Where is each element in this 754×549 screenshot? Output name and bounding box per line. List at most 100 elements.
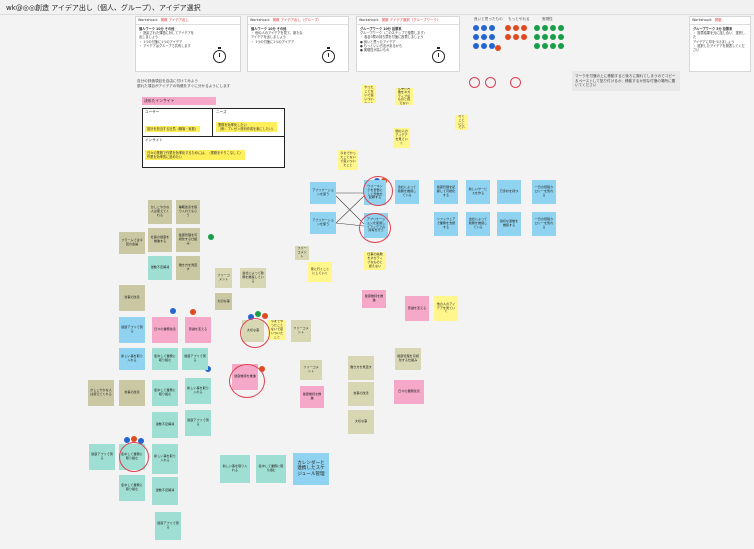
sticky-note[interactable]: 運動不足解消 bbox=[148, 256, 172, 280]
vote-dot-green[interactable] bbox=[534, 25, 540, 31]
vote-dot-green[interactable] bbox=[534, 34, 540, 40]
vote-dot-blue[interactable] bbox=[489, 25, 495, 31]
sticky-note[interactable]: 今までやったことないで思いついたこと bbox=[268, 320, 286, 340]
sticky-note[interactable]: 家に行くことにしていく bbox=[455, 115, 468, 130]
sticky-note[interactable]: ソフトウェアで業務を支援する bbox=[434, 212, 458, 236]
sticky-note[interactable]: 大切な事 bbox=[215, 293, 232, 310]
vote-dot[interactable] bbox=[255, 311, 261, 317]
sticky-note[interactable]: 意識を変える bbox=[405, 296, 429, 321]
sticky-note[interactable]: 新しい事を取り入れる bbox=[152, 444, 178, 474]
sticky-note[interactable]: 集中して業務に取り組む bbox=[119, 475, 145, 501]
vote-dot-red[interactable] bbox=[505, 34, 511, 40]
vote-dot[interactable] bbox=[131, 436, 137, 442]
sticky-note[interactable]: 一日の摂取カロリーを知れる bbox=[532, 180, 556, 204]
vote-dot-blue[interactable] bbox=[481, 34, 487, 40]
sticky-note[interactable]: フリーコメント bbox=[295, 246, 309, 260]
sticky-note[interactable]: 健康維持を推進 bbox=[362, 290, 386, 308]
sticky-note[interactable]: 集中して業務に取り組む bbox=[152, 380, 178, 406]
sticky-note[interactable]: 他の人のアイデアを見ていく bbox=[434, 296, 458, 321]
sticky-note[interactable]: カレンダーと連携したスケジュール管理 bbox=[293, 453, 329, 485]
vote-dot-green[interactable] bbox=[558, 34, 564, 40]
sticky-note[interactable]: 他の人のアイデアを見ていく bbox=[393, 128, 410, 148]
vote-dot[interactable] bbox=[138, 438, 144, 444]
sticky-note[interactable]: 会社によって勤務を推奨している bbox=[466, 212, 490, 236]
selection-ring[interactable] bbox=[510, 77, 521, 88]
vote-dot-green[interactable] bbox=[534, 43, 540, 49]
vote-dot-blue[interactable] bbox=[481, 25, 487, 31]
sticky-note[interactable]: 今までやったことないで思いついたこと bbox=[338, 150, 358, 170]
vote-dot-red[interactable] bbox=[505, 25, 511, 31]
sticky-note[interactable]: 運動不足解消 bbox=[152, 412, 178, 438]
sticky-note[interactable]: 食事の改善 bbox=[119, 380, 145, 406]
vote-dot[interactable] bbox=[248, 314, 254, 320]
vote-dot[interactable] bbox=[190, 309, 196, 315]
vote-dot[interactable] bbox=[170, 308, 176, 314]
selection-ring[interactable] bbox=[229, 364, 265, 398]
sticky-note[interactable]: 今までやったことないで思いついたこと bbox=[362, 85, 376, 103]
vote-dot-blue[interactable] bbox=[473, 25, 479, 31]
vote-dot[interactable] bbox=[259, 366, 265, 372]
vote-dot-red[interactable] bbox=[513, 25, 519, 31]
vote-dot-green[interactable] bbox=[550, 34, 556, 40]
vote-dot-blue[interactable] bbox=[489, 43, 495, 49]
sticky-note[interactable]: 働き方を見直す bbox=[348, 356, 374, 380]
sticky-note[interactable]: 運動不足解消 bbox=[152, 477, 178, 505]
vote-dot-red[interactable] bbox=[521, 34, 527, 40]
sticky-note[interactable]: 食事の改善 bbox=[119, 285, 145, 311]
selection-ring[interactable] bbox=[119, 442, 149, 472]
sticky-note[interactable]: フリーコメント bbox=[215, 268, 232, 288]
vote-dot-blue[interactable] bbox=[481, 43, 487, 49]
vote-dot-green[interactable] bbox=[550, 25, 556, 31]
sticky-note[interactable]: 健康維持を推進 bbox=[300, 386, 324, 408]
sticky-note[interactable]: 健康アプリで測る bbox=[182, 348, 208, 370]
sticky-note[interactable]: かしこやかな人は使えてくれる bbox=[148, 200, 172, 224]
sticky-note[interactable]: フラームでは今回の会議 bbox=[119, 232, 145, 254]
sticky-note[interactable]: 健康管理を可視化する仕組み bbox=[395, 348, 421, 370]
sticky-note[interactable]: 会社によって勤務を推奨している bbox=[395, 180, 419, 204]
sticky-note[interactable]: 睡眠改善を取り入れてもらう bbox=[176, 200, 200, 224]
vote-dot-green[interactable] bbox=[542, 43, 548, 49]
sticky-note[interactable]: 食事の改善 bbox=[348, 382, 374, 406]
vote-dot-red[interactable] bbox=[513, 34, 519, 40]
vote-dot-green[interactable] bbox=[542, 25, 548, 31]
vote-dot-blue[interactable] bbox=[473, 43, 479, 49]
sticky-note[interactable]: 日々の業務改善 bbox=[152, 317, 178, 343]
vote-dot[interactable] bbox=[124, 437, 130, 443]
sticky-note[interactable]: 万歩計を持つ bbox=[497, 180, 521, 204]
vote-dot[interactable] bbox=[262, 313, 268, 319]
sticky-note[interactable]: 新しい事を取り入れる bbox=[119, 348, 145, 370]
sticky-note[interactable]: 日々の業務改善 bbox=[394, 380, 424, 404]
sticky-note[interactable]: 健康管理を記録して可視化する bbox=[434, 180, 458, 204]
sticky-note[interactable]: 新しい事を取り入れる bbox=[220, 455, 250, 483]
sticky-note[interactable]: 健康アプリで測る bbox=[155, 512, 181, 540]
sticky-note[interactable]: 新しいサービスを作る bbox=[466, 180, 490, 204]
vote-dot-green[interactable] bbox=[550, 43, 556, 49]
vote-dot-blue[interactable] bbox=[473, 34, 479, 40]
sticky-note[interactable]: 意識を変える bbox=[185, 317, 211, 343]
sticky-note[interactable]: 一日の摂取カロリーを知れる bbox=[532, 212, 556, 236]
vote-dot-blue[interactable] bbox=[489, 34, 495, 40]
sticky-note[interactable]: アプリケーションを使う bbox=[310, 182, 336, 204]
sticky-note[interactable]: フリーコメント bbox=[300, 360, 322, 380]
sticky-note[interactable]: 健康アプリで測る bbox=[89, 444, 115, 470]
vote-dot-red[interactable] bbox=[521, 25, 527, 31]
sticky-note[interactable]: 働き方を見直す bbox=[176, 256, 200, 280]
sticky-note[interactable]: 社員の健康を推進する bbox=[148, 228, 172, 252]
sticky-note[interactable]: 健康管理を可視化する仕組み bbox=[176, 228, 200, 252]
sticky-note[interactable]: 健康アプリで測る bbox=[119, 317, 145, 343]
sticky-note[interactable]: かしこやかな人は使えてくれる bbox=[88, 380, 114, 406]
vote-dot[interactable] bbox=[208, 234, 214, 240]
sticky-note[interactable]: 仕事の失敗をネガティブなものと捉えない bbox=[395, 88, 413, 105]
sticky-note[interactable]: 会社によって勤務を推奨している bbox=[240, 268, 266, 288]
sticky-note[interactable]: アプリケーションを使う bbox=[310, 212, 336, 234]
sticky-note[interactable]: 集中して業務に取り組む bbox=[256, 455, 286, 483]
selection-ring[interactable] bbox=[469, 77, 480, 88]
sticky-note[interactable]: フリーコメント bbox=[291, 320, 311, 342]
vote-dot-green[interactable] bbox=[558, 43, 564, 49]
sticky-note[interactable]: 仕事の失敗をネガティブなものと捉えない bbox=[364, 252, 386, 270]
sticky-note[interactable]: 大切な事 bbox=[348, 410, 374, 434]
